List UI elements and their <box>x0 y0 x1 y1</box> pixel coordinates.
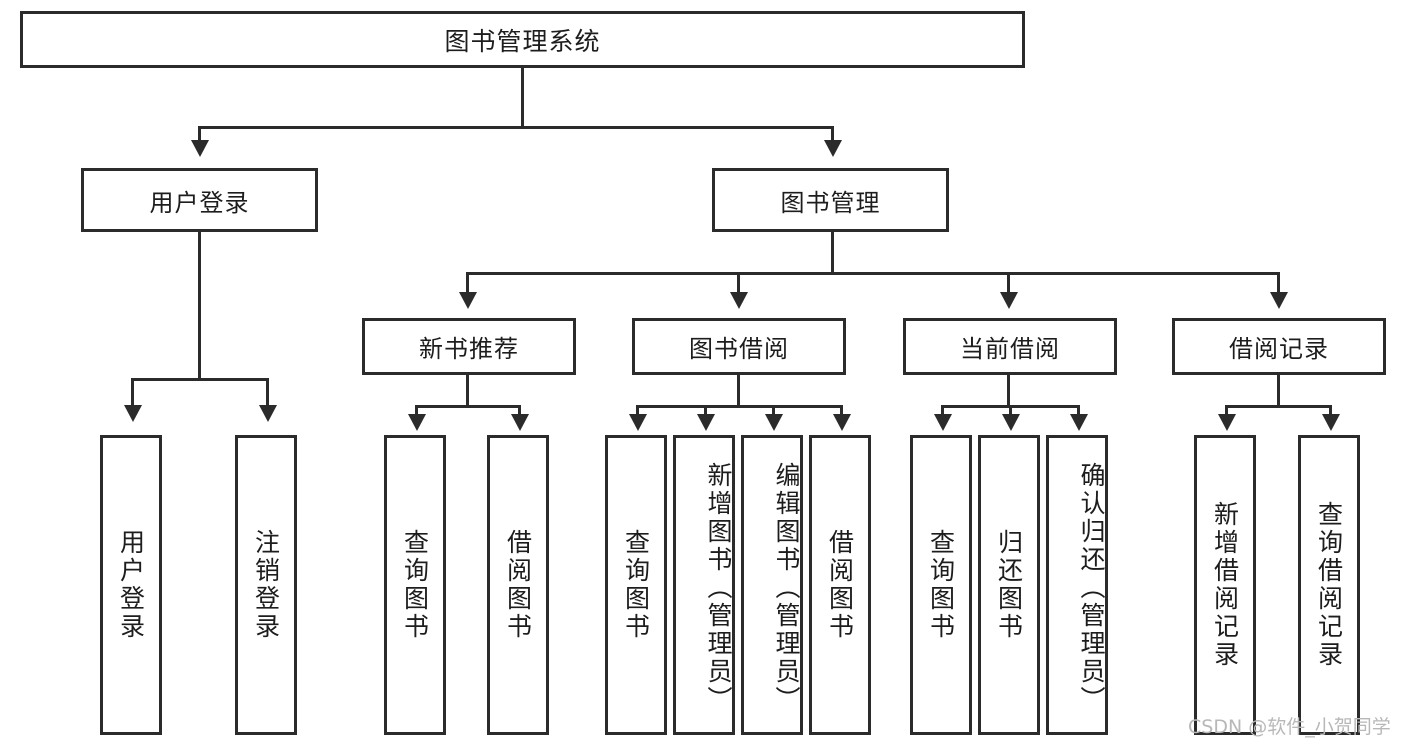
arrowhead-icon-bookborrow-1 <box>629 414 647 431</box>
leaf-borrow-book-newbook[interactable]: 借阅图书 <box>487 435 549 735</box>
connector-bookborrow-bus <box>636 405 843 408</box>
connector-bookmgmt-drop-4 <box>1277 272 1280 300</box>
node-label: 图书管理 <box>780 188 881 217</box>
connector-bookmgmt-drop-2 <box>737 272 740 300</box>
leaf-query-book-borrow[interactable]: 查询图书 <box>605 435 667 735</box>
node-book-management[interactable]: 图书管理 <box>712 168 949 232</box>
node-label: 当前借阅 <box>960 335 1060 363</box>
node-label: 用户登录 <box>149 188 250 217</box>
connector-borrowrecord-stem <box>1277 375 1280 407</box>
connector-bookborrow-stem <box>737 375 740 407</box>
node-label: 新书推荐 <box>419 335 519 363</box>
connector-bookmgmt-bus <box>466 272 1280 275</box>
leaf-borrow-book[interactable]: 借阅图书 <box>809 435 871 735</box>
arrowhead-icon-root-1 <box>191 140 209 157</box>
leaf-add-borrow-record[interactable]: 新增借阅记录 <box>1194 435 1256 735</box>
arrowhead-icon-bookmgmt-2 <box>730 292 748 309</box>
arrowhead-icon-userlogin-2 <box>259 405 277 422</box>
connector-borrowrecord-bus <box>1225 405 1332 408</box>
arrowhead-icon-bookmgmt-3 <box>1000 292 1018 309</box>
connector-bookborrow-drop-2 <box>704 405 707 419</box>
arrowhead-icon-currentborrow-2 <box>1002 414 1020 431</box>
node-label: 新增借阅记录 <box>1210 501 1240 669</box>
connector-currentborrow-drop-2 <box>1009 405 1012 419</box>
connector-bookborrow-drop-1 <box>636 405 639 419</box>
leaf-user-login[interactable]: 用户登录 <box>100 435 162 735</box>
arrowhead-icon-bookborrow-3 <box>765 414 783 431</box>
node-label: 归还图书 <box>994 529 1024 641</box>
connector-newbook-drop-1 <box>415 405 418 419</box>
leaf-edit-book-admin[interactable]: 编辑图书（管理员） <box>741 435 803 735</box>
connector-bookmgmt-drop-1 <box>466 272 469 300</box>
node-label: 查询借阅记录 <box>1314 501 1344 669</box>
leaf-query-book-current[interactable]: 查询图书 <box>910 435 972 735</box>
node-label: 借阅记录 <box>1229 335 1329 363</box>
connector-root-drop-1 <box>198 126 201 148</box>
connector-borrowrecord-drop-1 <box>1225 405 1228 419</box>
node-label: 用户登录 <box>116 529 146 641</box>
arrowhead-icon-newbook-1 <box>408 414 426 431</box>
connector-bookmgmt-drop-3 <box>1007 272 1010 300</box>
connector-currentborrow-drop-3 <box>1077 405 1080 419</box>
node-label: 新增图书（管理员） <box>704 462 733 714</box>
node-label: 图书借阅 <box>689 335 789 363</box>
node-root-book-management-system[interactable]: 图书管理系统 <box>20 11 1025 68</box>
node-new-book-recommend[interactable]: 新书推荐 <box>362 318 576 375</box>
leaf-query-book-newbook[interactable]: 查询图书 <box>384 435 446 735</box>
leaf-confirm-return-admin[interactable]: 确认归还（管理员） <box>1046 435 1108 735</box>
connector-root-stem <box>521 68 524 128</box>
node-current-borrow[interactable]: 当前借阅 <box>903 318 1117 375</box>
connector-newbook-bus <box>415 405 521 408</box>
arrowhead-icon-bookmgmt-4 <box>1270 292 1288 309</box>
node-label: 编辑图书（管理员） <box>772 462 801 714</box>
leaf-add-book-admin[interactable]: 新增图书（管理员） <box>673 435 735 735</box>
leaf-return-book[interactable]: 归还图书 <box>978 435 1040 735</box>
connector-userlogin-bus <box>131 378 269 381</box>
node-label: 注销登录 <box>251 529 281 641</box>
connector-bookmgmt-stem <box>831 232 834 274</box>
connector-newbook-stem <box>466 375 469 407</box>
node-book-borrow[interactable]: 图书借阅 <box>632 318 846 375</box>
node-borrow-record[interactable]: 借阅记录 <box>1172 318 1386 375</box>
connector-currentborrow-drop-1 <box>941 405 944 419</box>
connector-root-bus <box>198 126 834 129</box>
arrowhead-icon-bookborrow-2 <box>697 414 715 431</box>
connector-bookborrow-drop-3 <box>772 405 775 419</box>
leaf-query-borrow-record[interactable]: 查询借阅记录 <box>1298 435 1360 735</box>
node-label: 借阅图书 <box>825 529 855 641</box>
node-label: 确认归还（管理员） <box>1077 462 1106 714</box>
arrowhead-icon-borrowrecord-1 <box>1218 414 1236 431</box>
connector-userlogin-stem <box>198 232 201 380</box>
connector-bookborrow-drop-4 <box>840 405 843 419</box>
node-label: 查询图书 <box>400 529 430 641</box>
connector-root-drop-2 <box>831 126 834 148</box>
arrowhead-icon-root-2 <box>824 140 842 157</box>
watermark-text: CSDN @软件_小贺同学 <box>1188 716 1391 738</box>
connector-userlogin-drop-1 <box>131 378 134 413</box>
connector-currentborrow-stem <box>1007 375 1010 407</box>
connector-borrowrecord-drop-2 <box>1329 405 1332 419</box>
arrowhead-icon-currentborrow-1 <box>934 414 952 431</box>
arrowhead-icon-currentborrow-3 <box>1070 414 1088 431</box>
node-user-login[interactable]: 用户登录 <box>81 168 318 232</box>
node-label: 图书管理系统 <box>444 26 601 56</box>
arrowhead-icon-newbook-2 <box>511 414 529 431</box>
connector-newbook-drop-2 <box>518 405 521 419</box>
arrowhead-icon-borrowrecord-2 <box>1322 414 1340 431</box>
node-label: 借阅图书 <box>503 529 533 641</box>
connector-userlogin-drop-2 <box>266 378 269 413</box>
arrowhead-icon-bookborrow-4 <box>833 414 851 431</box>
arrowhead-icon-bookmgmt-1 <box>459 292 477 309</box>
node-label: 查询图书 <box>926 529 956 641</box>
arrowhead-icon-userlogin-1 <box>124 405 142 422</box>
leaf-logout[interactable]: 注销登录 <box>235 435 297 735</box>
node-label: 查询图书 <box>621 529 651 641</box>
